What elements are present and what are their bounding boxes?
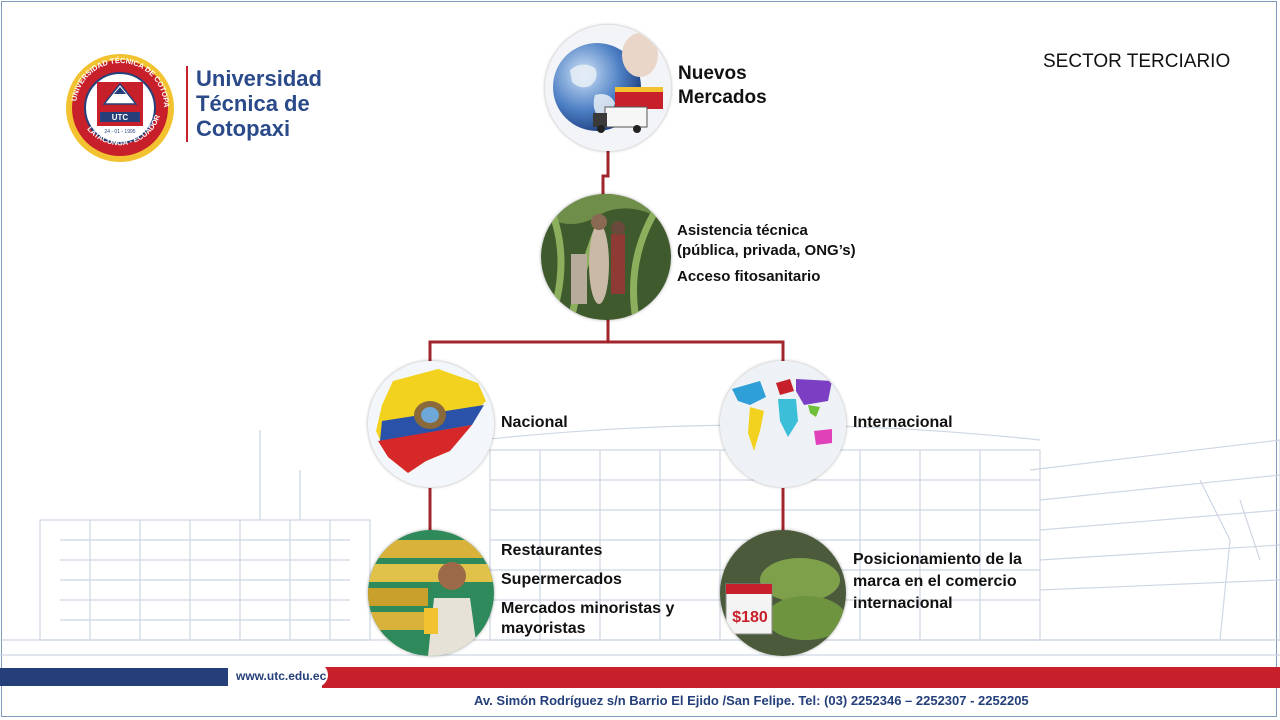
university-logo: UNIVERSIDAD TÉCNICA DE COTOPAXI LATACUNG… xyxy=(62,52,188,162)
farm-workers-photo xyxy=(541,194,671,320)
packaged-bananas-photo: $180 xyxy=(720,530,846,656)
university-name-line: Universidad xyxy=(196,66,322,91)
market-item-restaurants: Restaurantes xyxy=(501,542,603,559)
market-item-supermarkets: Supermercados xyxy=(501,571,622,588)
footer-blue-band xyxy=(0,668,232,686)
node-national-image xyxy=(368,361,494,487)
node-technical-assistance-label: Asistencia técnica (pública, privada, ON… xyxy=(677,221,856,287)
footer-url-box xyxy=(228,663,328,687)
node-label-line: Nuevos xyxy=(678,63,747,84)
node-international-label: Internacional xyxy=(853,414,953,431)
footer-address: Av. Simón Rodríguez s/n Barrio El Ejido … xyxy=(474,693,1029,708)
footer-website-link[interactable]: www.utc.edu.ec xyxy=(236,669,327,683)
node-technical-assistance-image xyxy=(541,194,671,320)
node-national-label: Nacional xyxy=(501,414,568,431)
connector-top-middle xyxy=(601,150,610,200)
university-name-line: Técnica de xyxy=(196,91,310,116)
seal-monogram: UTC xyxy=(112,113,129,122)
seal-date: 24 - 01 - 1995 xyxy=(104,129,135,135)
market-item-retail-wholesale: Mercados minoristas y mayoristas xyxy=(501,600,675,637)
node-label-line: Asistencia técnica xyxy=(677,222,808,239)
node-label-line: (pública, privada, ONG’s) xyxy=(677,242,856,259)
node-label-line: Acceso fitosanitario xyxy=(677,268,821,285)
ecuador-map-flag-icon xyxy=(368,361,494,487)
node-markets-label: Restaurantes Supermercados Mercados mino… xyxy=(501,541,681,639)
price-tag: $180 xyxy=(732,609,768,626)
world-map-icon xyxy=(720,361,846,487)
connector-middle-branch xyxy=(428,318,785,362)
footer-red-band xyxy=(322,667,1280,688)
node-label-line: Mercados xyxy=(678,87,767,108)
node-new-markets-image xyxy=(545,25,671,151)
node-brand-positioning-label: Posicionamiento de la marca en el comerc… xyxy=(853,551,1022,612)
node-brand-positioning-image: $180 xyxy=(720,530,846,656)
supermarket-vendor-photo xyxy=(368,530,494,656)
globe-trade-icon xyxy=(545,25,671,151)
node-new-markets-label: Nuevos Mercados xyxy=(678,62,767,110)
university-name-line: Cotopaxi xyxy=(196,116,291,141)
slide-title: SECTOR TERCIARIO xyxy=(1043,51,1231,72)
university-name: Universidad Técnica de Cotopaxi xyxy=(196,66,322,141)
node-markets-image xyxy=(368,530,494,656)
node-international-image xyxy=(720,361,846,487)
